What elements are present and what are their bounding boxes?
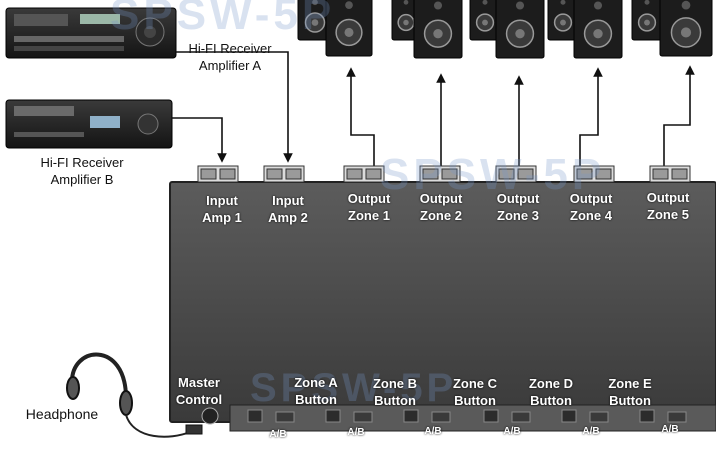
zone-c-line2: Button (454, 393, 496, 408)
ab-label-e: A/B (582, 426, 600, 437)
zone-d-line2: Button (530, 393, 572, 408)
master-knob-icon (201, 407, 219, 425)
speaker-icon (631, 0, 663, 41)
terminal-block (197, 165, 239, 183)
ab-label-f: A/B (661, 424, 679, 435)
master-control-label: Master Control (166, 374, 232, 408)
amp-a-label-line1: Hi-FI Receiver (188, 41, 272, 56)
zone-3-line2: Zone 3 (497, 208, 539, 223)
zone-b-line1: Zone B (372, 376, 418, 391)
zone-4-line1: Output (569, 191, 613, 206)
zone-e-button-label: Zone E Button (597, 375, 663, 409)
input-1-line2: Amp 1 (202, 210, 242, 225)
speaker-icon (297, 0, 333, 41)
zone-d-line1: Zone D (528, 376, 574, 391)
zone-a-line2: Button (295, 392, 337, 407)
zone-e-line2: Button (609, 393, 651, 408)
ab-label-d: A/B (503, 426, 521, 437)
line-amp-b-to-input-1 (172, 117, 227, 163)
output-zone-2-label: Output Zone 2 (408, 190, 474, 224)
zone-2-line2: Zone 2 (420, 208, 462, 223)
zone-c-line1: Zone C (452, 376, 498, 391)
amp-a-label-line2: Amplifier A (198, 58, 262, 73)
terminal-block (495, 165, 537, 183)
zone-switch-icon (403, 409, 451, 423)
master-line1: Master (178, 375, 220, 390)
zone-switch-icon (639, 409, 687, 423)
zone-c-button-label: Zone C Button (442, 375, 508, 409)
zone-d-button-label: Zone D Button (518, 375, 584, 409)
zone-e-line1: Zone E (608, 376, 652, 391)
terminal-group (197, 165, 691, 183)
line-amp-a-to-input-2 (176, 51, 293, 163)
amplifier-a (5, 7, 177, 59)
speaker-icon (469, 0, 501, 41)
connection-lines (172, 51, 695, 172)
zone-switch-icon (247, 409, 295, 423)
amp-b-label: Hi-FI Receiver Amplifier B (22, 154, 142, 188)
zone-2-line1: Output (419, 191, 463, 206)
input-amp-2-label: Input Amp 2 (258, 192, 318, 226)
zone-a-line1: Zone A (294, 375, 338, 390)
terminal-block (573, 165, 615, 183)
ab-label-b: A/B (347, 427, 365, 438)
switch-front-strip (229, 404, 716, 432)
speaker-group (297, 0, 713, 59)
line-zone-1-to-speaker (346, 67, 375, 172)
speaker-icon (325, 0, 373, 57)
amp-a-label: Hi-FI Receiver Amplifier A (175, 40, 285, 74)
zone-a-button-label: Zone A Button (283, 374, 349, 408)
zone-3-line1: Output (496, 191, 540, 206)
amplifier-b (5, 99, 173, 149)
output-zone-1-label: Output Zone 1 (336, 190, 402, 224)
zone-b-line2: Button (374, 393, 416, 408)
zone-switch-icon (561, 409, 609, 423)
speaker-icon (413, 0, 463, 59)
terminal-block (419, 165, 461, 183)
speaker-icon (659, 0, 713, 57)
zone-1-line1: Output (347, 191, 391, 206)
headphone-icon (66, 352, 203, 438)
input-2-line1: Input (272, 193, 304, 208)
input-2-line2: Amp 2 (268, 210, 308, 225)
speaker-icon (495, 0, 545, 59)
front-controls (201, 407, 687, 425)
output-zone-5-label: Output Zone 5 (635, 189, 701, 223)
input-1-line1: Input (206, 193, 238, 208)
zone-switch-icon (483, 409, 531, 423)
speaker-icon (547, 0, 579, 41)
zone-5-line1: Output (646, 190, 690, 205)
terminal-block (343, 165, 385, 183)
speaker-icon (391, 0, 421, 41)
headphone-label: Headphone (25, 406, 99, 422)
amp-b-label-line1: Hi-FI Receiver (40, 155, 124, 170)
zone-switch-icon (325, 409, 373, 423)
line-zone-5-to-speaker (663, 65, 695, 168)
zone-b-button-label: Zone B Button (362, 375, 428, 409)
terminal-block (649, 165, 691, 183)
terminal-block (263, 165, 305, 183)
line-zone-4-to-speaker (579, 67, 603, 172)
output-zone-4-label: Output Zone 4 (558, 190, 624, 224)
zone-1-line2: Zone 1 (348, 208, 390, 223)
ab-label-c: A/B (424, 426, 442, 437)
amp-b-label-line2: Amplifier B (50, 172, 114, 187)
master-line2: Control (175, 392, 223, 407)
output-zone-3-label: Output Zone 3 (485, 190, 551, 224)
speaker-icon (573, 0, 623, 59)
zone-5-line2: Zone 5 (647, 207, 689, 222)
input-amp-1-label: Input Amp 1 (192, 192, 252, 226)
ab-label-a: A/B (269, 429, 287, 440)
zone-4-line2: Zone 4 (570, 208, 612, 223)
